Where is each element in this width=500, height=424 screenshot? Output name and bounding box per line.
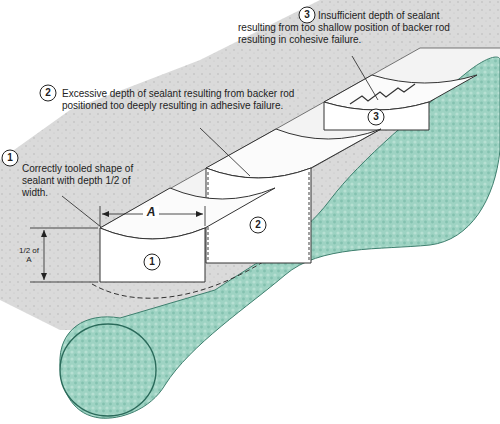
callout-number: 1 bbox=[143, 256, 161, 268]
dimension-lines bbox=[30, 206, 205, 282]
sealant-block-1 bbox=[100, 188, 275, 282]
callout-note: Excessive depth of sealant resulting fro… bbox=[62, 88, 312, 112]
callout-note: Correctly tooled shape of sealant with d… bbox=[22, 163, 140, 199]
callout-number: 3 bbox=[367, 111, 385, 123]
backer-rod-section bbox=[60, 324, 156, 416]
sealant-block-3 bbox=[324, 75, 477, 130]
callout-note: Insufficient depth of sealant resulting … bbox=[238, 10, 460, 46]
callout-number: 2 bbox=[39, 87, 57, 99]
callout-number: 3 bbox=[298, 9, 316, 21]
backer-rod bbox=[60, 57, 500, 418]
dimension-label: 1/2 of A bbox=[18, 246, 40, 264]
callout-number: 1 bbox=[1, 152, 19, 164]
leader-lines bbox=[62, 56, 378, 227]
cohesive-crack bbox=[350, 84, 415, 104]
dimension-label: A bbox=[143, 206, 159, 218]
sealant-block-2 bbox=[206, 129, 381, 263]
callout-circles bbox=[2, 7, 384, 270]
callout-number: 2 bbox=[249, 219, 267, 231]
